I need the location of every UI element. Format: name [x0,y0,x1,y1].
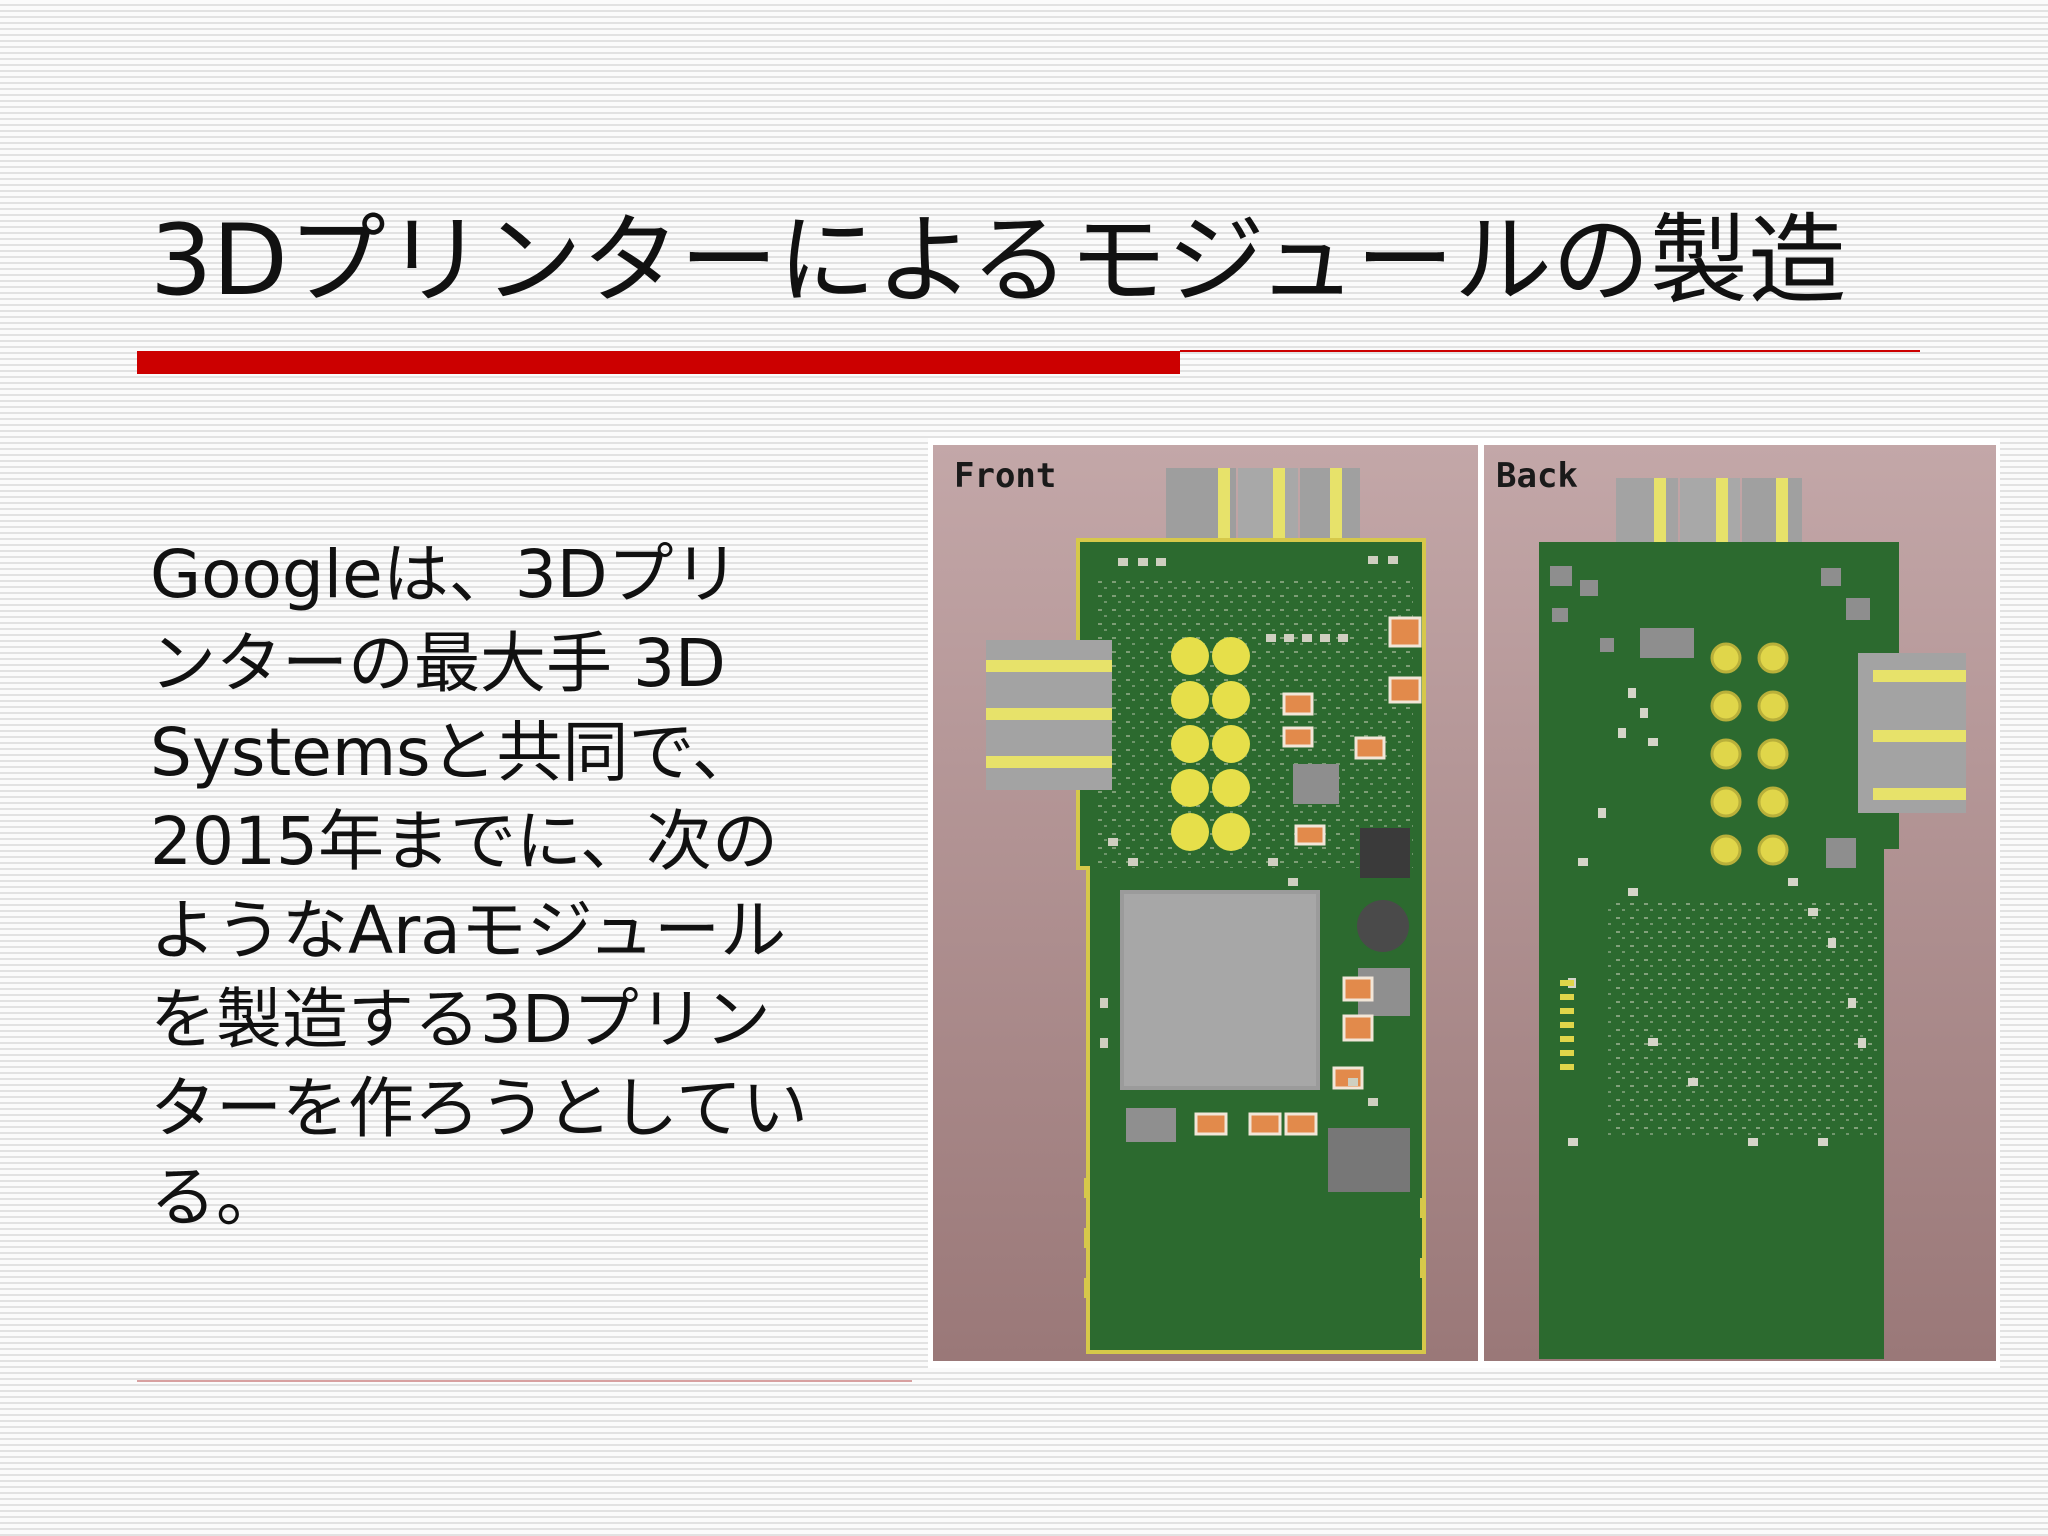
title-underline-thick [137,351,1180,374]
title-underline-thin [1180,350,1920,352]
bottom-rule [137,1380,912,1382]
pcb-render-image [933,445,1996,1361]
slide-body-text: Googleは、3Dプリ ンターの最大手 3D Systemsと共同で、 201… [150,536,809,1236]
slide-title: 3Dプリンターによるモジュールの製造 [150,204,1847,318]
back-label: Back [1496,456,1578,496]
back-board [1539,478,1966,1359]
front-board [986,468,1426,1354]
front-label: Front [954,456,1057,496]
ara-module-render: Front Back [928,438,2000,1368]
